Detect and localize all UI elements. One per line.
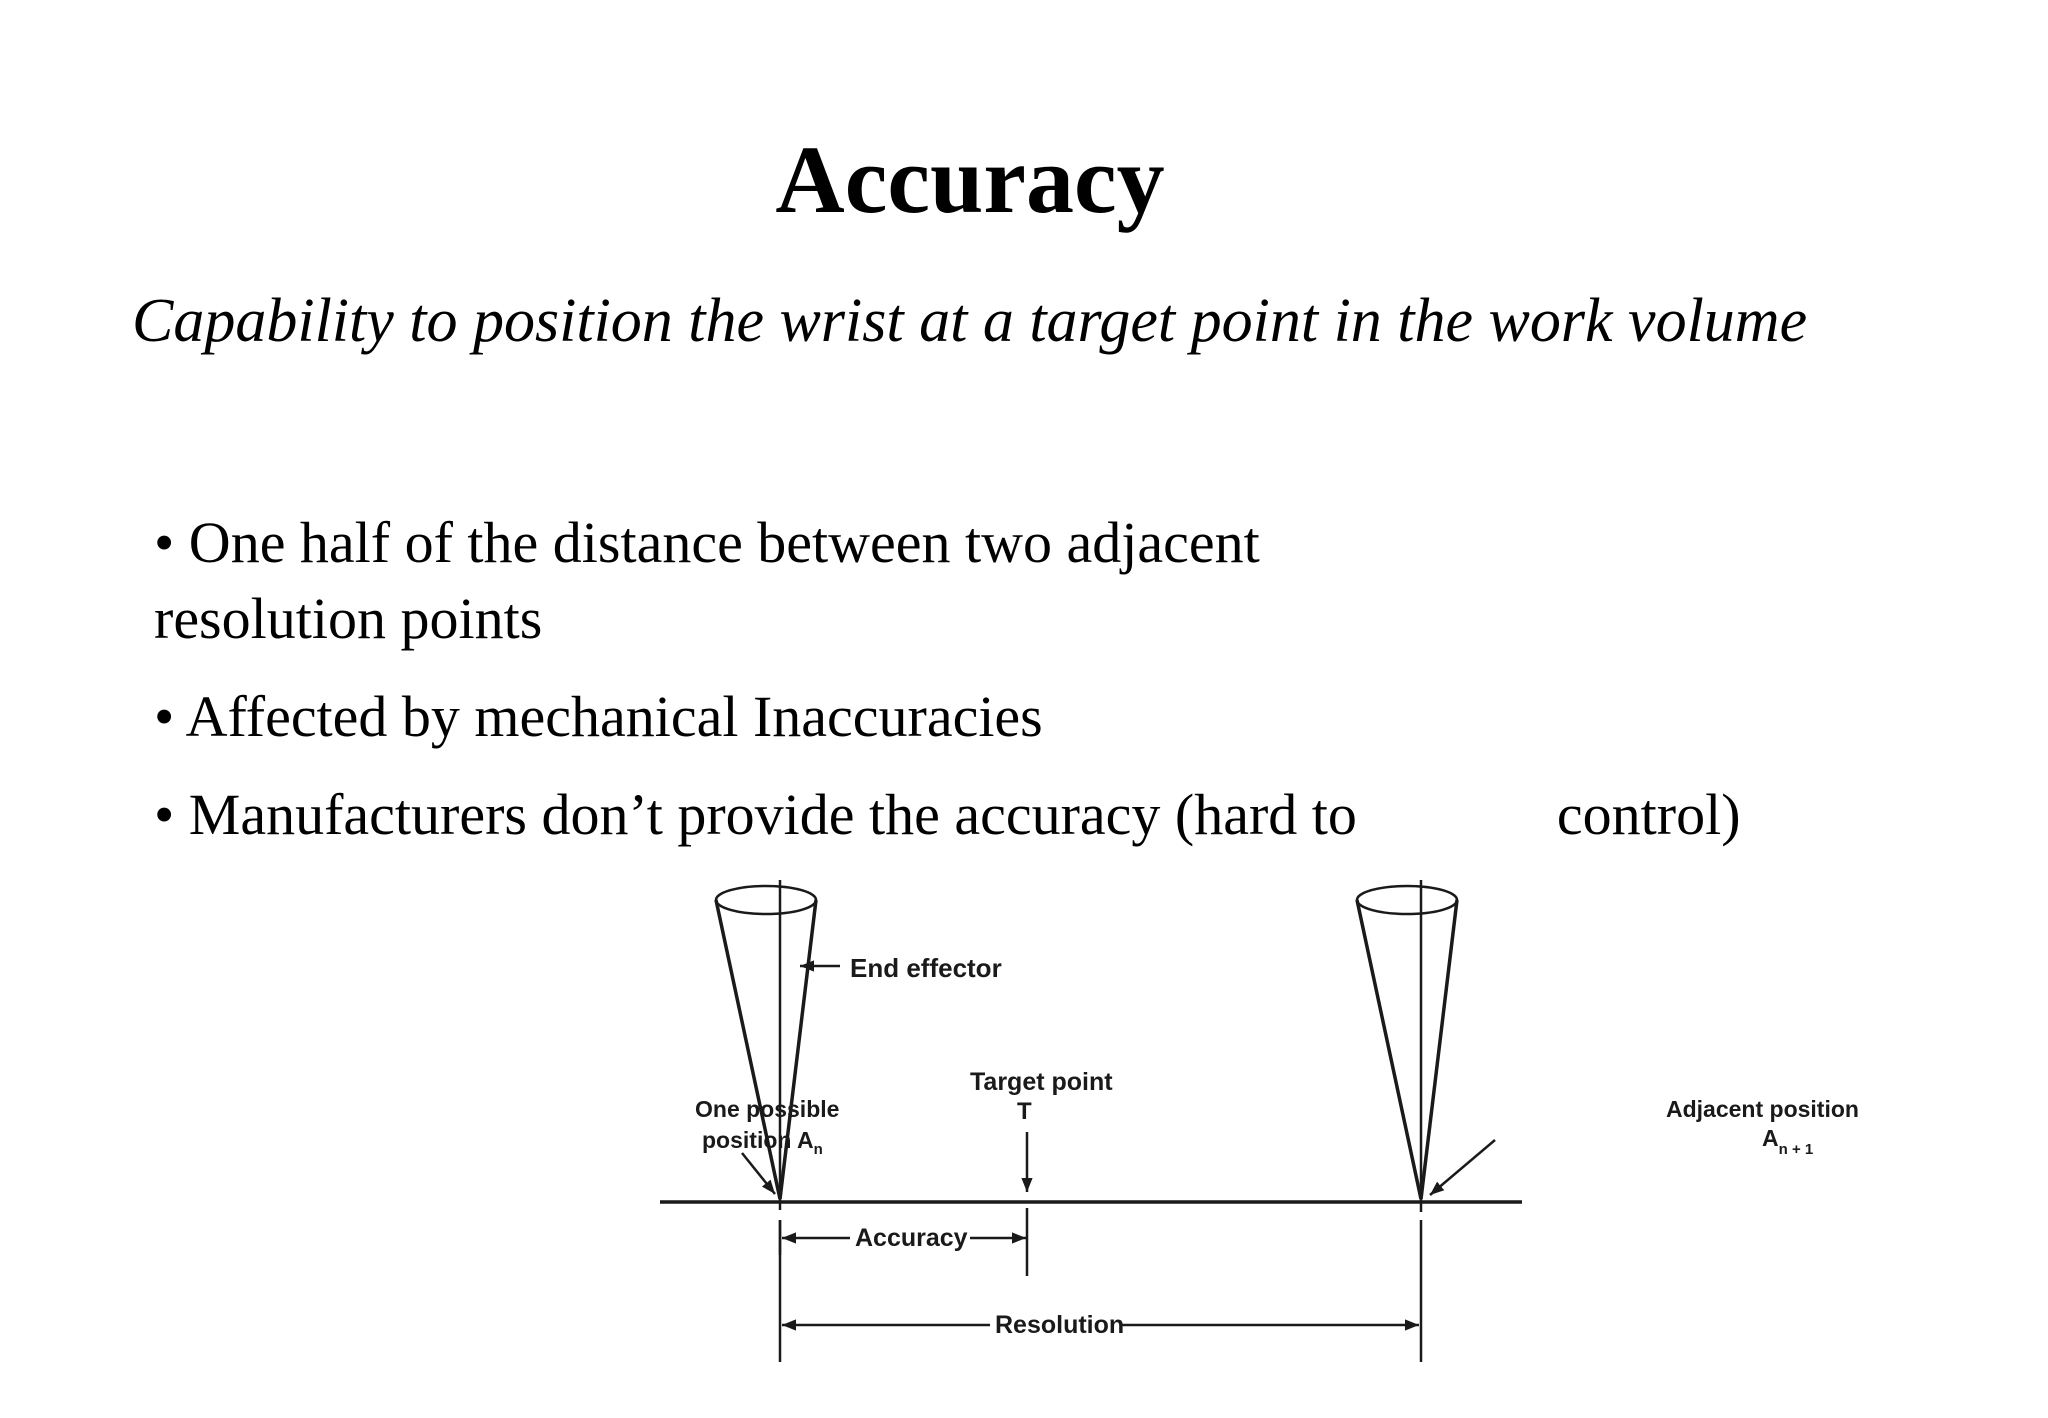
accuracy-diagram: End effector Target point T One possible… [660, 880, 1859, 1362]
slide-subtitle: Capability to position the wrist at a ta… [132, 287, 1808, 355]
bullet-item: • Manufacturers don’t provide the accura… [154, 777, 1914, 853]
target-point-symbol: T [1017, 1098, 1032, 1125]
position-a-n-text: position A [702, 1127, 814, 1153]
adjacent-position-label: Adjacent position [1666, 1096, 1859, 1122]
position-a-n1-label: An + 1 [1762, 1125, 1813, 1158]
position-a-n-subscript: n [814, 1141, 823, 1158]
position-a-n1-subscript: n + 1 [1779, 1141, 1814, 1158]
adjacent-position-arrow [1429, 1139, 1496, 1196]
bullet-item: • Affected by mechanical Inaccuracies [154, 684, 1043, 749]
slide-title: Accuracy [775, 126, 1165, 233]
bullet-text-continuation: control) [1556, 782, 1741, 847]
bullet-text-continuation: resolution points [154, 586, 543, 651]
accuracy-label: Accuracy [855, 1224, 968, 1252]
resolution-label: Resolution [995, 1311, 1124, 1339]
bullet-item: • One half of the distance between two a… [154, 505, 1914, 657]
end-effector-left [714, 880, 818, 1210]
end-effector-right [1355, 880, 1459, 1212]
one-possible-position-label: One possible [695, 1096, 839, 1122]
bullet-text: • One half of the distance between two a… [154, 510, 1260, 575]
end-effector-label: End effector [850, 953, 1002, 983]
position-a-n-label: position An [702, 1127, 823, 1158]
target-point-label: Target point [970, 1068, 1113, 1096]
position-a-n1-text: A [1762, 1125, 1779, 1151]
bullet-list: • One half of the distance between two a… [154, 505, 1914, 853]
one-possible-position-arrow [741, 1152, 776, 1195]
bullet-text: • Manufacturers don’t provide the accura… [154, 782, 1357, 847]
